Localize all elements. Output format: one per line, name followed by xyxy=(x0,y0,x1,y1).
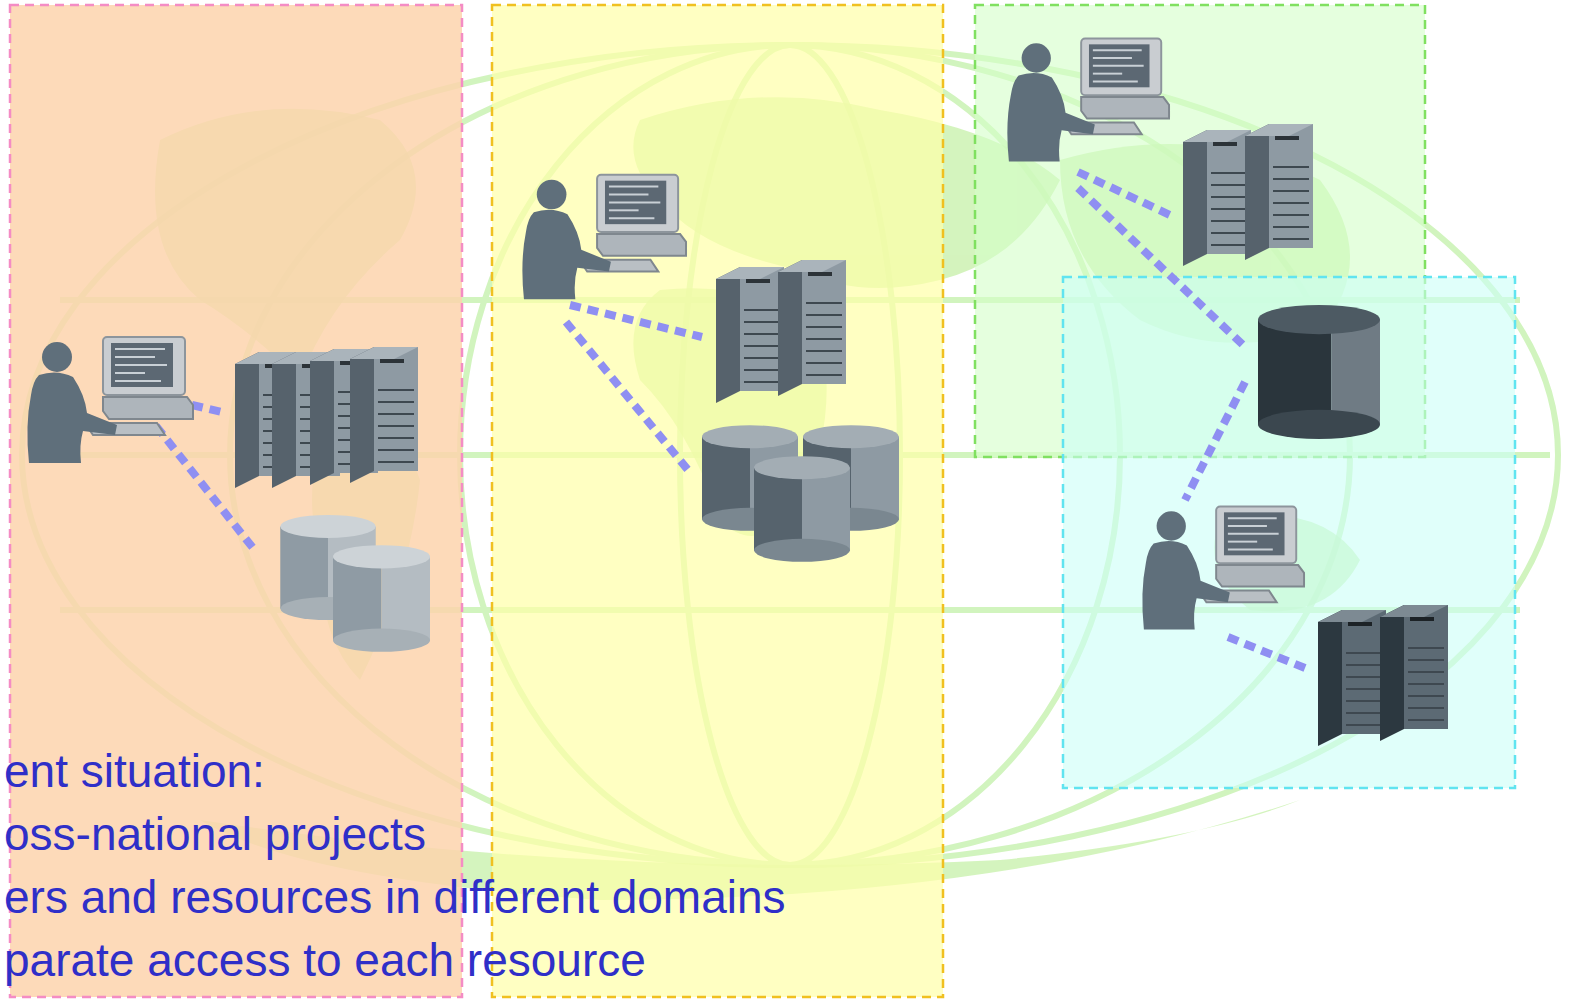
access-lines xyxy=(156,172,1305,668)
disk-cylinder xyxy=(333,545,430,652)
user-workstation xyxy=(1142,506,1304,629)
user-workstation xyxy=(522,175,686,300)
bullet-text: ers and resources in different domains xyxy=(4,872,786,923)
disk-cylinder xyxy=(1258,305,1380,439)
user-workstation xyxy=(1007,38,1169,161)
server-tower xyxy=(1183,130,1251,266)
domain-region xyxy=(1063,277,1515,788)
server-tower xyxy=(716,267,784,403)
bullet-text: parate access to each resource xyxy=(4,935,646,986)
server-tower xyxy=(778,260,846,396)
user-workstation xyxy=(27,337,193,463)
server-tower xyxy=(350,347,418,483)
server-tower xyxy=(1318,610,1386,746)
server-tower xyxy=(1245,124,1313,260)
disk-cylinder xyxy=(754,456,850,562)
domain-region xyxy=(492,5,943,997)
server-tower xyxy=(1380,605,1448,741)
bullet-text: oss-national projects xyxy=(4,809,426,860)
bullet-text: ent situation: xyxy=(4,746,265,797)
